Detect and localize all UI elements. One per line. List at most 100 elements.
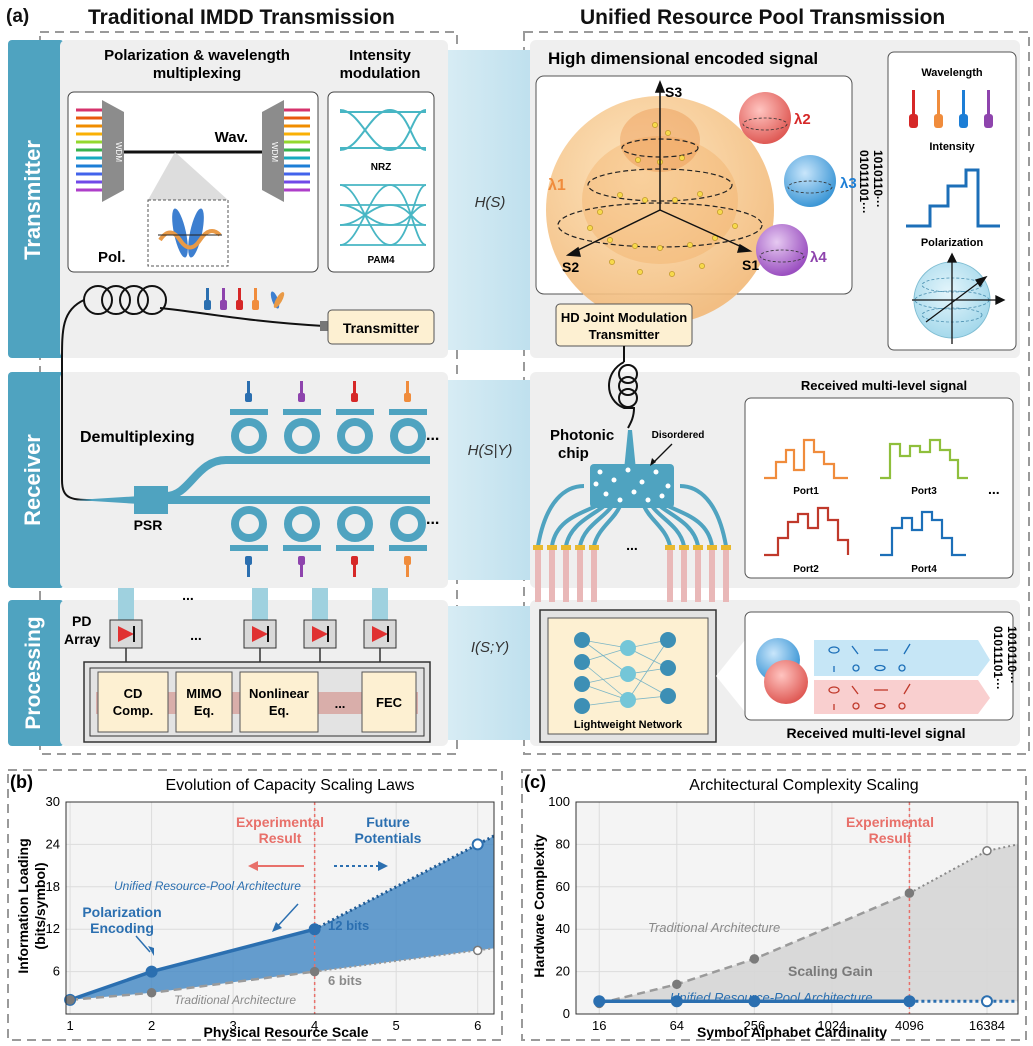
chip-label-1: Photonic	[550, 427, 614, 444]
c-ytick-label: 60	[556, 879, 570, 894]
legend-laser-icons	[909, 90, 993, 128]
b-gain-area	[70, 835, 494, 1000]
row-tab-processing	[8, 600, 64, 746]
b-ann-polar-1: Polarization	[82, 904, 161, 920]
c-series-unified-label: Unified Resource-Pool Architecture	[670, 990, 873, 1005]
c-unified-point	[670, 995, 683, 1008]
port1-trace	[764, 438, 848, 480]
hd-tx-label-2: Transmitter	[589, 327, 660, 342]
row-label-processing: Processing	[22, 616, 45, 729]
c-xtick-label: 1024	[817, 1018, 846, 1033]
wav-label: Wav.	[215, 129, 248, 146]
detector-icons-top	[245, 381, 411, 402]
b-series-trad-label: Traditional Architecture	[174, 993, 296, 1007]
axis-s1: S1	[742, 257, 759, 273]
decision-band-red	[814, 680, 990, 714]
b-xtick-label: 6	[474, 1018, 481, 1033]
b-ylabel-2: (bits/symbol)	[32, 862, 48, 949]
lambda-1: λ1	[548, 177, 566, 194]
c-ylabel: Hardware Complexity	[531, 834, 547, 977]
lambda-2: λ2	[794, 111, 811, 128]
pd-array-label-2: Array	[64, 631, 101, 647]
b-ann-exp-2: Result	[259, 830, 302, 846]
b-title: Evolution of Capacity Scaling Laws	[165, 777, 414, 794]
b-xtick-label: 4	[311, 1018, 318, 1033]
b-unified-point	[308, 923, 321, 936]
port2-trace	[764, 506, 850, 557]
c-ytick-label: 20	[556, 964, 570, 979]
c-xtick-label: 16	[592, 1018, 606, 1033]
c-unified-point	[748, 995, 761, 1008]
rx-decision-title: Received multi-level signal	[787, 725, 966, 741]
b-series-unified-label: Unified Resource-Pool Architecture	[114, 879, 301, 893]
c-xtick-label: 4096	[895, 1018, 924, 1033]
bus-top	[165, 456, 430, 500]
c-unified-point	[593, 995, 606, 1008]
c-xlabel: Symbol Alphabet Cardinality	[697, 1024, 887, 1040]
left-section-title: Traditional IMDD Transmission	[88, 6, 395, 29]
wavelength-lines-left	[76, 108, 104, 192]
c-unified-point	[980, 995, 993, 1008]
b-ylabel-1: Information Loading	[15, 838, 31, 973]
transmitter-port	[320, 321, 328, 331]
disordered-region	[590, 464, 674, 508]
c-ytick-label: 40	[556, 921, 570, 936]
b-ann-6bits: 6 bits	[328, 973, 362, 988]
mux-title-line1: Polarization & wavelength	[104, 47, 290, 64]
port1-label: Port1	[793, 486, 819, 497]
b-unified-point	[471, 838, 484, 851]
c-trad-point	[982, 846, 992, 856]
nrz-eye	[339, 108, 427, 152]
b-ytick-label: 30	[46, 794, 60, 809]
row-label-transmitter: Transmitter	[20, 140, 45, 260]
c-xtick-label: 16384	[969, 1018, 1005, 1033]
b-ann-12bits: 12 bits	[328, 918, 369, 933]
c-ytick-label: 100	[548, 794, 570, 809]
b-xtick-label: 3	[230, 1018, 237, 1033]
row-tab-receiver	[8, 372, 64, 588]
chip-output-fibers	[535, 550, 729, 602]
c-gain-area	[599, 844, 1018, 1004]
proc-ellipsis-top: ...	[182, 587, 194, 603]
psr-taper	[76, 496, 140, 504]
c-xtick-label: 64	[670, 1018, 684, 1033]
dsp-block-5-l1: FEC	[376, 695, 403, 710]
panel-a-label: (a)	[6, 6, 30, 27]
ports-ellipsis: ...	[988, 481, 1000, 497]
hd-signal-title: High dimensional encoded signal	[548, 49, 818, 68]
dsp-blocks	[97, 671, 417, 733]
port3-trace	[880, 438, 968, 480]
nrz-label: NRZ	[371, 162, 392, 173]
wdm-left-label: WDM	[114, 142, 123, 162]
right-section-title: Unified Resource Pool Transmission	[580, 6, 946, 29]
c-trad-line-dashed	[599, 892, 910, 1005]
info-term-hsy: H(S|Y)	[468, 442, 513, 459]
pol-wave	[158, 229, 222, 250]
c-ann-exp-1: Experimental	[846, 814, 934, 830]
architecture-diagram: Transmitter Receiver Processing H(S) H(S…	[8, 31, 1030, 755]
dsp-block-3-l1: Nonlinear	[249, 686, 309, 701]
bits-rx-2: 1010110···	[1005, 626, 1019, 684]
b-trad-point	[472, 945, 483, 956]
wavelength-lines-right	[284, 108, 310, 192]
laser-icons-tx	[204, 288, 285, 310]
port2-label: Port2	[793, 564, 819, 575]
b-ytick-label: 18	[46, 879, 60, 894]
c-ann-exp-2: Result	[869, 830, 912, 846]
chip-output-pads	[533, 545, 731, 550]
legend-intensity-steps	[906, 168, 1000, 228]
lambda-4: λ4	[810, 249, 827, 266]
decision-glyphs-blue	[828, 643, 911, 672]
pam4-eye	[339, 184, 427, 246]
chip-ellipsis: ...	[626, 537, 638, 553]
lambda-3: λ3	[840, 175, 857, 192]
c-xtick-label: 256	[743, 1018, 765, 1033]
wdm-left	[102, 100, 124, 202]
decision-band-blue	[814, 640, 990, 676]
axis-s2: S2	[562, 259, 579, 275]
sphere-axes	[565, 79, 753, 257]
decision-glyphs-red	[828, 683, 911, 710]
port4-trace	[880, 510, 966, 557]
